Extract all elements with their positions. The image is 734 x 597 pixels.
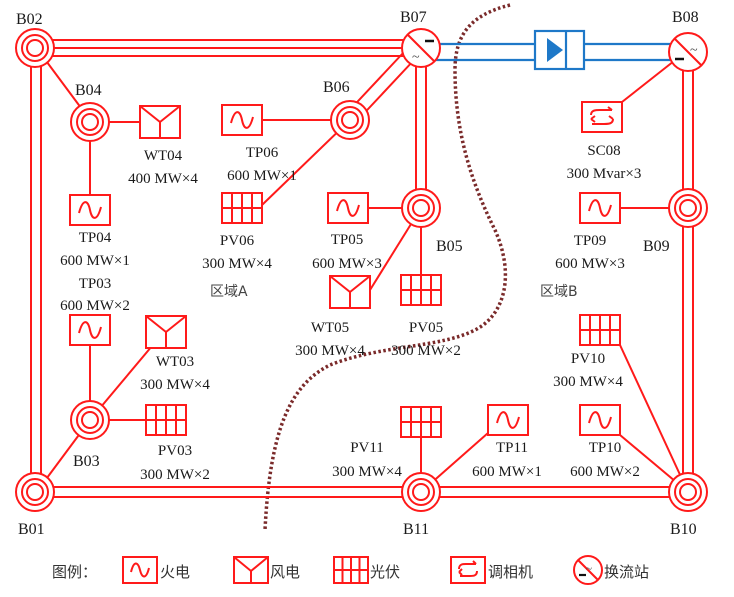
unit-wt04 [139, 105, 181, 139]
bus-label-b04: B04 [75, 82, 102, 99]
unit-tp03 [69, 314, 111, 346]
converter-b07: ~ [401, 28, 441, 68]
unit-name-pv11: PV11 [350, 440, 384, 456]
unit-cap-pv11: 300 MW×4 [332, 464, 402, 480]
bus-b11 [401, 472, 441, 512]
svg-text:~: ~ [586, 563, 592, 575]
unit-name-pv06: PV06 [220, 233, 255, 249]
legend-label-condenser: 调相机 [488, 563, 533, 581]
unit-name-pv10: PV10 [571, 351, 605, 367]
legend-title: 图例： [52, 563, 97, 581]
converter-icon: ~ [573, 555, 603, 585]
unit-cap-tp05: 600 MW×3 [312, 256, 382, 272]
unit-cap-tp04: 600 MW×1 [60, 253, 130, 269]
svg-text:~: ~ [412, 50, 420, 65]
unit-name-tp11: TP11 [496, 440, 528, 456]
unit-pv03 [145, 404, 187, 436]
unit-cap-wt03: 300 MW×4 [140, 377, 210, 393]
unit-tp06 [221, 104, 263, 136]
bus-b09 [668, 188, 708, 228]
unit-name-tp09: TP09 [574, 233, 607, 249]
condenser-icon [450, 556, 486, 584]
unit-wt03 [145, 315, 187, 349]
bus-label-b08: B08 [672, 9, 699, 26]
unit-tp04 [69, 194, 111, 226]
unit-name-pv03: PV03 [158, 443, 192, 459]
unit-cap-pv10: 300 MW×4 [553, 374, 623, 390]
legend-label-thermal: 火电 [160, 563, 190, 581]
unit-name-tp05: TP05 [331, 232, 364, 248]
legend-label-converter: 换流站 [604, 563, 649, 581]
hvdc-valve-icon [533, 29, 586, 71]
bus-label-b01: B01 [18, 521, 45, 538]
svg-text:~: ~ [690, 43, 698, 58]
unit-name-tp10: TP10 [589, 440, 622, 456]
bus-b05 [401, 188, 441, 228]
bus-b03 [70, 400, 110, 440]
bus-b06 [330, 100, 370, 140]
bus-label-b10: B10 [670, 521, 697, 538]
unit-tp11 [487, 404, 529, 436]
pv-icon [333, 556, 369, 584]
bus-label-b07: B07 [400, 9, 427, 26]
bus-label-b02: B02 [16, 11, 43, 28]
unit-cap-wt04: 400 MW×4 [128, 171, 198, 187]
bus-label-b05: B05 [436, 238, 463, 255]
unit-cap-pv05: 300 MW×2 [391, 343, 461, 359]
unit-cap-pv06: 300 MW×4 [202, 256, 272, 272]
bus-b10 [668, 472, 708, 512]
wind-icon [233, 556, 269, 584]
unit-name-wt03: WT03 [156, 354, 194, 370]
unit-name-tp04: TP04 [79, 230, 112, 246]
unit-cap-tp06: 600 MW×1 [227, 168, 297, 184]
legend: 图例： 火电 风电 光伏 调相机 ~ 换流站 [52, 555, 649, 585]
unit-cap-wt05: 300 MW×4 [295, 343, 365, 359]
unit-cap-tp11: 600 MW×1 [472, 464, 542, 480]
unit-name-wt04: WT04 [144, 148, 183, 164]
unit-cap-tp10: 600 MW×2 [570, 464, 640, 480]
unit-cap-pv03: 300 MW×2 [140, 467, 210, 483]
hvdc-link [420, 29, 680, 71]
unit-tp09 [579, 192, 621, 224]
legend-label-pv: 光伏 [370, 563, 400, 581]
bus-b01 [15, 472, 55, 512]
unit-name-wt05: WT05 [311, 320, 349, 336]
unit-sc08 [581, 101, 623, 133]
unit-pv11 [400, 406, 442, 438]
bus-label-b09: B09 [643, 238, 670, 255]
unit-name-pv05: PV05 [409, 320, 443, 336]
unit-cap-tp09: 600 MW×3 [555, 256, 625, 272]
unit-name-tp06: TP06 [246, 145, 279, 161]
converter-b08: ~ [668, 32, 708, 72]
unit-pv10 [579, 314, 621, 346]
thermal-icon [122, 556, 158, 584]
bus-b02 [15, 28, 55, 68]
legend-label-wind: 风电 [270, 563, 300, 581]
unit-tp05 [327, 192, 369, 224]
bus-label-b11: B11 [403, 521, 429, 538]
unit-tp10 [579, 404, 621, 436]
unit-pv06 [221, 192, 263, 224]
area-boundary [263, 3, 511, 531]
unit-wt05 [329, 275, 371, 309]
area-label-b: 区域B [540, 284, 578, 300]
unit-name-sc08: SC08 [587, 143, 620, 159]
unit-cap-sc08: 300 Mvar×3 [567, 166, 642, 182]
unit-name-tp03: TP03 [79, 276, 112, 292]
bus-label-b03: B03 [73, 453, 100, 470]
unit-cap-tp03: 600 MW×2 [60, 298, 130, 314]
bus-label-b06: B06 [323, 79, 350, 96]
bus-b04 [70, 102, 110, 142]
unit-pv05 [400, 274, 442, 306]
area-label-a: 区域A [210, 284, 248, 300]
